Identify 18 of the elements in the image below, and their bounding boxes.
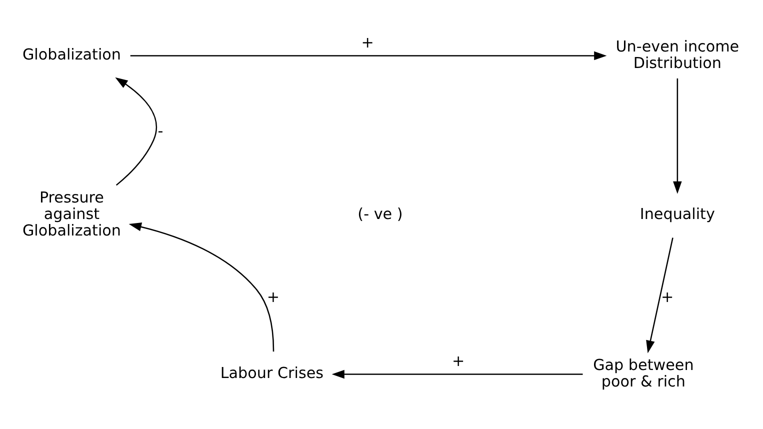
node-text: Labour Crises xyxy=(220,364,324,382)
edge-label: - xyxy=(158,121,164,140)
arrow xyxy=(128,222,274,352)
edge-label: + xyxy=(361,33,374,52)
arrow xyxy=(130,50,607,60)
arrow xyxy=(332,369,583,378)
node-text: Un-even income Distribution xyxy=(616,36,740,72)
node-text: Gap between poor & rich xyxy=(593,356,694,390)
node-text: Globalization xyxy=(22,45,121,64)
label: (- ve ) xyxy=(358,204,403,222)
edge-label: + xyxy=(661,288,674,306)
arrow xyxy=(646,237,674,353)
edge-label: + xyxy=(266,288,280,306)
arrow xyxy=(673,78,682,194)
node-text: Inequality xyxy=(640,204,715,222)
node-text: Pressure against Globalization xyxy=(22,188,121,239)
arrow xyxy=(115,76,157,186)
edge-label: + xyxy=(452,352,465,370)
